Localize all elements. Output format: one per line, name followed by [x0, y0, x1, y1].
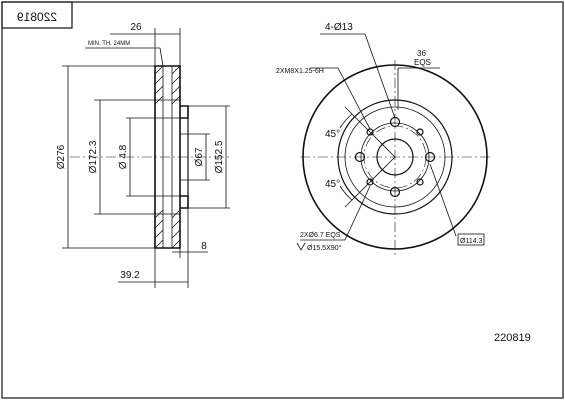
flange-thickness-label: 8 — [201, 241, 207, 252]
bottom-holes-label: 2XØ6.7 EQS — [300, 232, 341, 239]
part-number: 220819 — [494, 332, 531, 344]
eqs-top-label: 36 — [417, 49, 426, 58]
stud-hole-bottom — [389, 186, 401, 198]
thickness-label: 26 — [130, 22, 142, 33]
hat-diameter-label: Ø172.3 — [88, 140, 99, 173]
pcd-label: Ø114.3 — [460, 238, 483, 245]
angle-bottom-label: 45° — [325, 179, 340, 190]
thread-holes-label: 2XM8X1.25-6H — [276, 68, 324, 75]
stud-hole-right — [424, 151, 436, 163]
center-bore — [376, 138, 414, 176]
stud-hole-left — [354, 151, 366, 163]
angle-top-label: 45° — [325, 129, 340, 140]
threaded-hole-lower-right — [416, 178, 424, 186]
threaded-hole-lower-left — [366, 178, 374, 186]
pcd-label-box — [457, 233, 485, 246]
threaded-hole-upper-right — [416, 128, 424, 136]
hub-diameter-label: Ø152.5 — [214, 140, 225, 173]
side-section-view: 26 MIN. TH. 24MM Ø276 Ø172.3 Ø 4.8 Ø67 Ø… — [56, 22, 230, 288]
front-view: 4-Ø13 2XM8X1.25-6H 36 EQS 45° 45° 2XØ6.7… — [276, 22, 490, 256]
height-label: 39.2 — [120, 270, 140, 281]
title-block: 220819 — [1, 1, 73, 29]
outer-diameter-label: Ø276 — [56, 144, 67, 169]
title-block-part-number: 220819 — [17, 10, 57, 24]
countersink-label: Ø15.5X90° — [307, 244, 342, 252]
center-bore-label: Ø67 — [194, 147, 205, 166]
rotor-outer-edge — [302, 64, 488, 250]
hub-inner-diameter-label: Ø 4.8 — [118, 144, 129, 169]
min-thickness-label: MIN. TH. 24MM — [88, 41, 130, 47]
holes-label: 4-Ø13 — [325, 22, 353, 33]
eqs-top-suffix: EQS — [414, 58, 431, 67]
countersink-symbol — [296, 242, 306, 251]
